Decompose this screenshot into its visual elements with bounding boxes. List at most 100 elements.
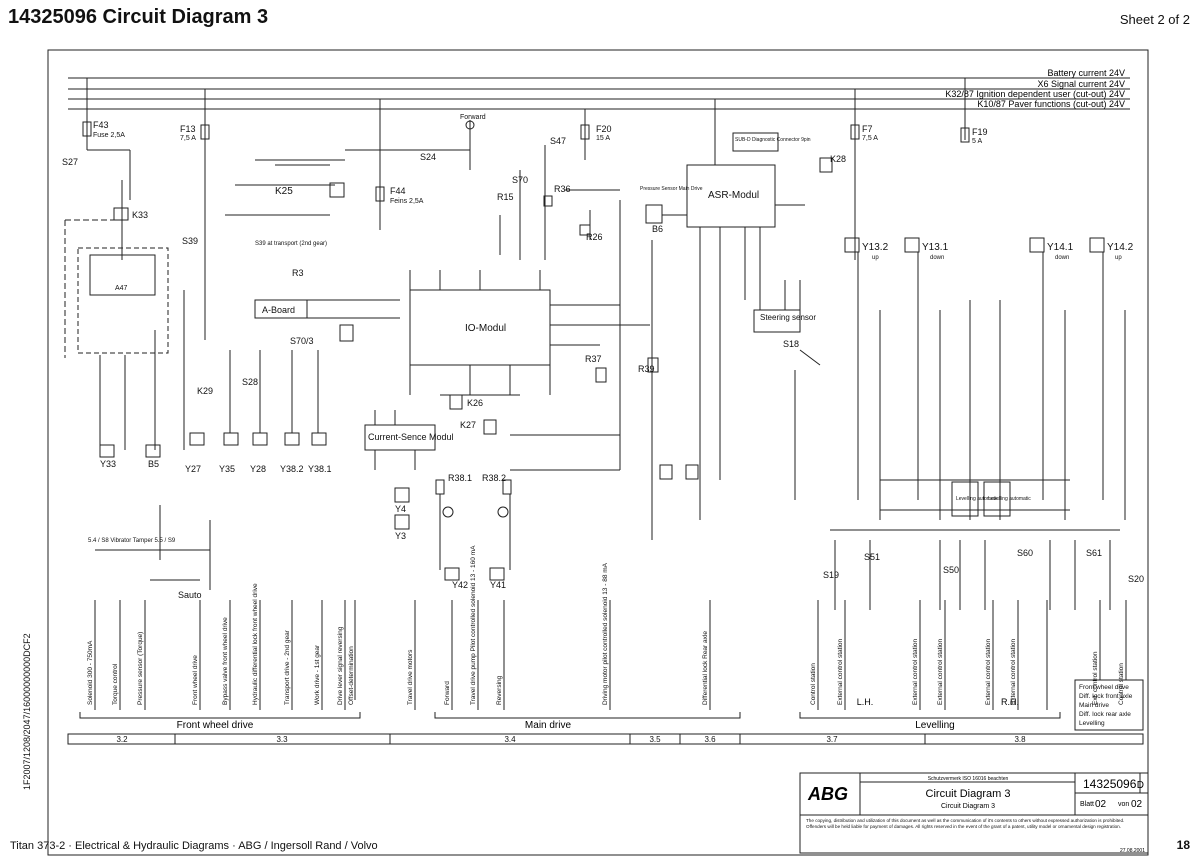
label-r38-1: R38.1 (448, 473, 472, 483)
label-s39: S39 (182, 236, 198, 246)
legend-front-wheel-drive: Front wheel drive (1079, 684, 1129, 691)
legend-main-drive: Main drive (1079, 702, 1109, 709)
label-r26: R26 (586, 232, 603, 242)
legend-levelling: Levelling (1079, 720, 1105, 727)
section-ref-3-6: 3.6 (704, 735, 716, 744)
label-b6: B6 (652, 224, 663, 234)
page-number: 18 (1176, 838, 1190, 852)
label-r39: R39 (638, 364, 655, 374)
label-k33: K33 (132, 210, 148, 220)
label-f13-sub: 7,5 A (180, 135, 196, 142)
function-label: Front wheel drive (192, 655, 199, 705)
function-label: Driving motor pilot controlled solenoid … (602, 562, 609, 705)
label-y4: Y4 (395, 504, 406, 514)
abg-logo: ABG (807, 784, 848, 804)
label-s28: S28 (242, 377, 258, 387)
group-lh: L.H. (857, 697, 874, 707)
label-y13-2: Y13.2 (862, 242, 889, 253)
label-s70: S70 (512, 175, 528, 185)
title-block-von: 02 (1131, 799, 1143, 810)
section-ref-3-4: 3.4 (504, 735, 516, 744)
label-f19: F19 (972, 127, 988, 137)
label-f43: F43 (93, 120, 109, 130)
label-s18: S18 (783, 339, 799, 349)
label-s39-note: S39 at transport (2nd gear) (255, 241, 327, 247)
label-s70-3: S70/3 (290, 336, 314, 346)
function-label: External control station (912, 638, 919, 705)
function-label: Offset-determination (348, 646, 355, 705)
section-ref-3-3: 3.3 (276, 735, 288, 744)
function-label: Pressure sensor (Torque) (137, 632, 144, 705)
label-y14-2: Y14.2 (1107, 242, 1134, 253)
function-label: External control station (985, 638, 992, 705)
function-label: Drive lever signal reversing (337, 626, 344, 705)
function-label: Reversing (496, 675, 503, 705)
supply-battery: Battery current 24V (1047, 68, 1125, 78)
label-f7: F7 (862, 124, 873, 134)
function-labels: Solenoid 300 - 750mA Torque control Pressu… (87, 545, 1125, 705)
function-label: Transport drive - 2nd gear (284, 629, 291, 705)
label-f7-sub: 7,5 A (862, 135, 878, 142)
function-label: External control station (837, 638, 844, 705)
function-label: Work drive - 1st gear (314, 644, 321, 705)
label-sauto: Sauto (178, 590, 202, 600)
label-y27: Y27 (185, 464, 201, 474)
label-levelling-r: Levelling automatic (988, 496, 1031, 502)
title-block-von-label: von (1118, 801, 1129, 808)
function-label: External control station (1010, 638, 1017, 705)
title-block-date: 27.08.2001 (1120, 848, 1145, 854)
function-label: Torque control (112, 663, 119, 705)
label-asr-modul: ASR-Modul (708, 190, 759, 201)
label-y13-2-sub: up (872, 255, 879, 261)
function-label: Solenoid 300 - 750mA (87, 640, 94, 705)
title-block-blatt-label: Blatt (1080, 801, 1094, 808)
label-y33: Y33 (100, 459, 116, 469)
label-f43-sub: Fuse 2,5A (93, 132, 125, 139)
label-s19: S19 (823, 570, 839, 580)
title-block-copyright: The copying, distribution and utilizatio… (806, 818, 1125, 829)
label-y38-2: Y38.2 (280, 464, 304, 474)
supply-paver: K10/87 Paver functions (cut-out) 24V (977, 99, 1125, 109)
drawing-frame (47, 49, 1149, 856)
label-r15: R15 (497, 192, 514, 202)
page-title: 14325096 Circuit Diagram 3 (8, 6, 269, 28)
function-label: Bypass valve front wheel drive (222, 617, 229, 705)
label-r36: R36 (554, 184, 571, 194)
label-s47: S47 (550, 136, 566, 146)
section-ref-3-5: 3.5 (649, 735, 661, 744)
label-y13-1: Y13.1 (922, 242, 949, 253)
label-asr-diag: SUB-D Diagnostic Connector 9pin (735, 137, 811, 143)
function-label: Control station (1118, 663, 1125, 705)
function-label: Travel drive pump Pilot controlled solen… (470, 545, 477, 705)
function-label: Travel drive motors (407, 649, 414, 705)
title-block-blatt: 02 (1095, 799, 1107, 810)
label-f20: F20 (596, 124, 612, 134)
legend-diff-lock-rear: Diff. lock rear axle (1079, 711, 1131, 718)
label-levelling-l: Levelling automatic (956, 496, 999, 502)
function-label: Differential lock Rear axle (702, 631, 709, 705)
title-block-title: Circuit Diagram 3 (926, 788, 1011, 800)
section-ref-3-8: 3.8 (1014, 735, 1026, 744)
label-r38-2: R38.2 (482, 473, 506, 483)
label-y35: Y35 (219, 464, 235, 474)
label-a47: A47 (115, 285, 128, 292)
title-block-notice: Schutzvermerk ISO 16016 beachten (928, 776, 1009, 782)
title-block-subtitle: Circuit Diagram 3 (941, 803, 995, 810)
label-r3: R3 (292, 268, 304, 278)
label-f44: F44 (390, 186, 406, 196)
supply-signal: X6 Signal current 24V (1037, 79, 1125, 89)
label-io-modul: IO-Modul (465, 323, 506, 334)
section-ref-3-2: 3.2 (116, 735, 128, 744)
label-b5: B5 (148, 459, 159, 469)
label-s61: S61 (1086, 548, 1102, 558)
title-block-drawing-no: 14325096 (1083, 777, 1137, 791)
label-k25: K25 (275, 186, 293, 197)
group-front-wheel-drive: Front wheel drive (177, 720, 254, 731)
group-levelling: Levelling (915, 720, 954, 731)
section-ref-3-7: 3.7 (826, 735, 838, 744)
label-s24: S24 (420, 152, 436, 162)
label-y42: Y42 (452, 580, 468, 590)
function-label: Control station (810, 663, 817, 705)
label-y41: Y41 (490, 580, 506, 590)
